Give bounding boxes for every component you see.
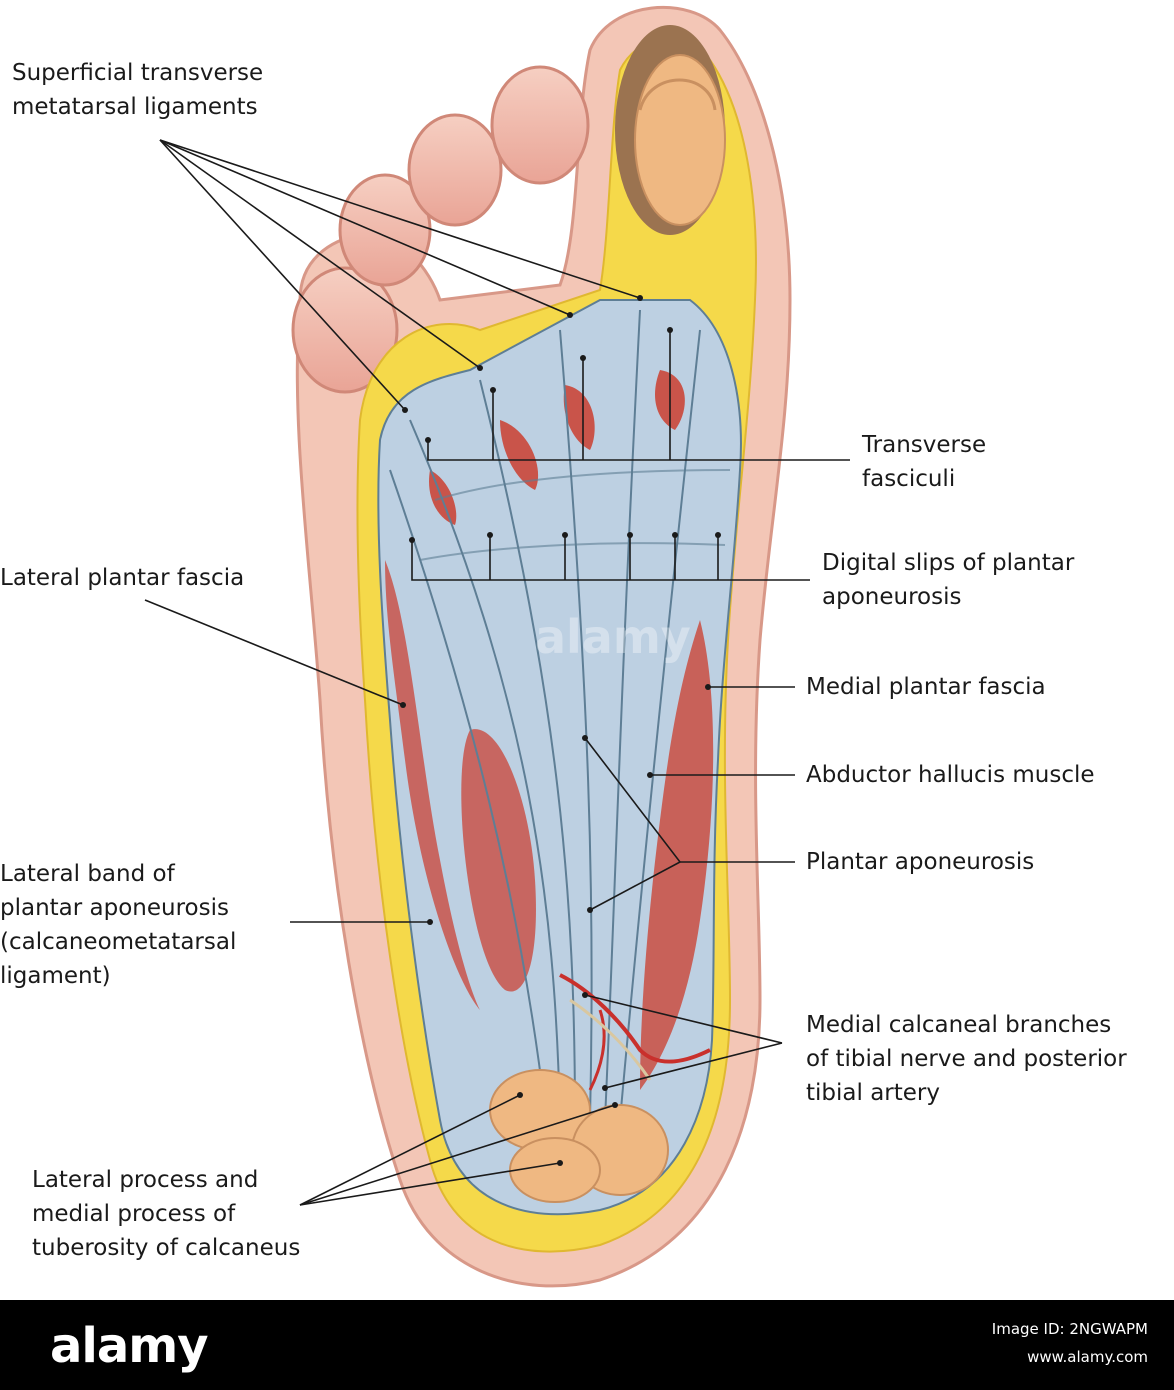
lesser-toes (291, 65, 590, 394)
foot-illustration (144, 5, 850, 1288)
label-calcaneus-processes: Lateral process and medial process of tu… (32, 1167, 301, 1261)
label-lateral-band: Lateral band of plantar aponeurosis (cal… (0, 861, 237, 989)
leader-lines (144, 139, 850, 1206)
toe-fifth (291, 266, 399, 394)
muscle-abductor-hallucis (640, 620, 714, 1090)
toe-third (407, 113, 503, 227)
label-medial-plantar-fascia: Medial plantar fascia (806, 674, 1046, 700)
calcaneus (489, 1069, 669, 1203)
great-toe-phalanx (634, 54, 726, 226)
label-medial-calcaneal-branches: Medial calcaneal branches of tibial nerv… (806, 1012, 1127, 1106)
label-plantar-aponeurosis: Plantar aponeurosis (806, 849, 1035, 875)
label-lateral-plantar-fascia: Lateral plantar fascia (0, 565, 245, 591)
label-transverse-fasciculi: Transverse fasciculi (862, 432, 987, 492)
calcaneus-body (509, 1137, 601, 1203)
watermark-footer: alamy Image ID: 2NGWAPM www.alamy.com (0, 1300, 1174, 1390)
label-superficial-transverse-metatarsal-ligaments: Superficial transverse metatarsal ligame… (12, 60, 264, 120)
muscle-flexor-brevis (461, 729, 536, 992)
image-id-text: Image ID: 2NGWAPM (991, 1320, 1148, 1338)
label-abductor-hallucis-muscle: Abductor hallucis muscle (806, 762, 1095, 788)
alamy-logo: alamy (50, 1318, 209, 1374)
muscle-lateral (385, 560, 480, 1010)
anatomy-diagram: Superficial transverse metatarsal ligame… (0, 5, 1127, 1288)
center-watermark: alamy (535, 610, 691, 664)
great-toe-joint (638, 78, 717, 111)
toe-fourth (338, 173, 432, 287)
toe-second (490, 65, 590, 185)
leader-dots (400, 295, 721, 1166)
muscle-lumbrical-3 (563, 385, 595, 450)
muscle-lumbrical-2 (500, 420, 539, 490)
medial-calcaneal-vessels (559, 973, 711, 1091)
image-site-text: www.alamy.com (1027, 1348, 1148, 1366)
label-digital-slips: Digital slips of plantar aponeurosis (822, 550, 1075, 610)
fascia-fibers (389, 309, 731, 1121)
